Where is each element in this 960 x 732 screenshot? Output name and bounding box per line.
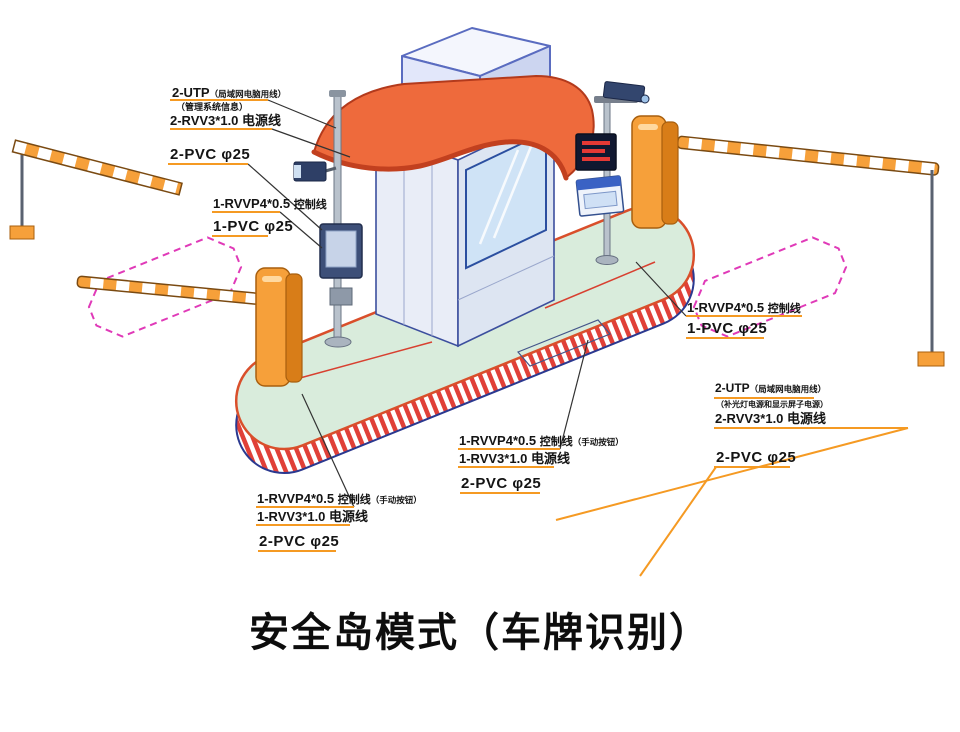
- control-box: [319, 223, 363, 306]
- booth-roof: [311, 74, 595, 181]
- plate-display: [575, 175, 625, 217]
- barrier-arm-left: [76, 275, 268, 306]
- long-leader-2: [639, 466, 717, 577]
- label-rightmid-control: 1-RVVP4*0.5 控制线: [687, 300, 801, 315]
- roof-front-edge: [311, 139, 569, 181]
- label-leftlow-control: 1-RVVP4*0.5 控制线（手动按钮）: [257, 491, 422, 506]
- leader-lines: [247, 99, 687, 508]
- page-title: 安全岛模式（车牌识别）: [249, 611, 711, 655]
- fence-left: [9, 139, 183, 240]
- barrier-arm-right: [676, 135, 940, 176]
- ground-loop-right: [692, 236, 848, 338]
- fence-post-base-right: [917, 351, 945, 367]
- ground-loop-left: [87, 236, 243, 338]
- label-rightlow-note: （补光灯电源和显示屏子电源）: [716, 400, 828, 409]
- label-center-power: 1-RVV3*1.0 电源线: [459, 451, 571, 466]
- cable-note: （局域网电脑用线）: [209, 89, 287, 99]
- label-topleft-note: （管理系统信息）: [176, 102, 249, 112]
- label-center-control: 1-RVVP4*0.5 控制线（手动按钮）: [459, 433, 624, 448]
- label-rightmid-pvc: 1-PVC φ25: [687, 320, 768, 337]
- label-leftlow-power: 1-RVV3*1.0 电源线: [257, 509, 369, 524]
- booth-window: [465, 130, 547, 270]
- label-underlines: [168, 99, 909, 577]
- camera-icon: [293, 161, 337, 182]
- guard-booth: [375, 112, 555, 348]
- label-topleft-utp: 2-UTP（局域网电脑用线）: [172, 86, 286, 99]
- label-center-pvc: 2-PVC φ25: [461, 475, 542, 492]
- barrier-gate-left: [255, 267, 303, 387]
- label-leftlow-pvc: 2-PVC φ25: [259, 533, 340, 550]
- label-rightlow-pvc: 2-PVC φ25: [716, 449, 797, 466]
- long-leader-1: [555, 427, 909, 521]
- led-display: [575, 133, 617, 171]
- junction-box: [329, 287, 353, 306]
- label-leftmid-control: 1-RVVP4*0.5 控制线: [213, 196, 327, 211]
- label-rightlow-utp: 2-UTP（局域网电脑用线）: [715, 381, 827, 395]
- label-rightlow-power: 2-RVV3*1.0 电源线: [715, 411, 827, 426]
- camera-pole-left: [324, 90, 352, 348]
- cable-trench: [516, 319, 612, 367]
- lpr-camera-icon: [594, 81, 650, 104]
- fence-post-right: [917, 170, 945, 367]
- fence-post-base-left: [9, 225, 35, 240]
- cable-spec: 2-UTP: [172, 85, 210, 100]
- label-topleft-power: 2-RVV3*1.0 电源线: [170, 113, 282, 128]
- island-conduits: [299, 261, 656, 379]
- barrier-gate-right: [631, 115, 679, 229]
- label-topleft-pvc: 2-PVC φ25: [170, 146, 251, 163]
- label-leftmid-pvc: 1-PVC φ25: [213, 218, 294, 235]
